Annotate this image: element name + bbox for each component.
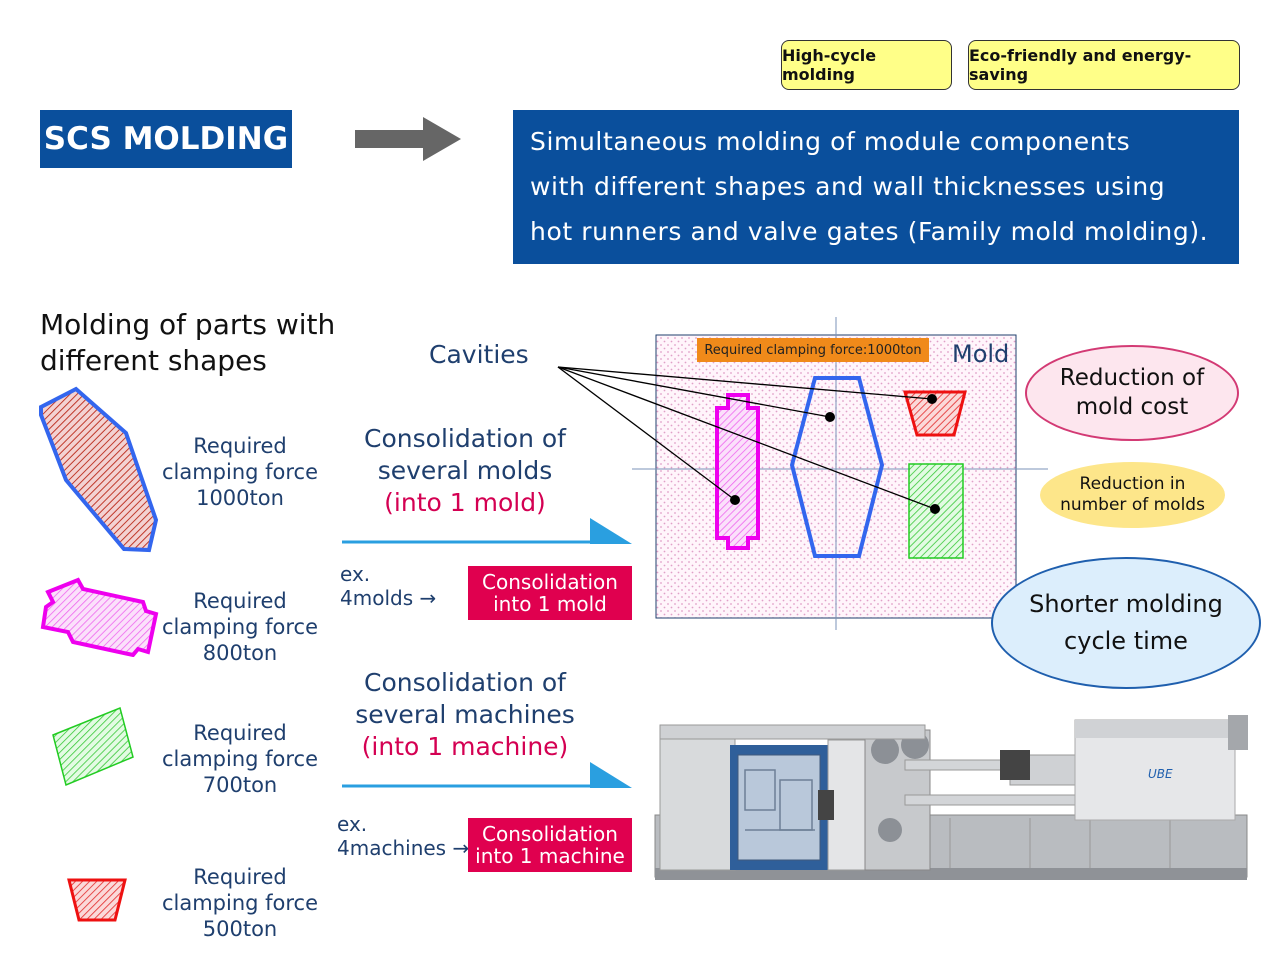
description-box: Simultaneous molding of module component… xyxy=(513,110,1239,264)
box-line: Consolidation xyxy=(482,570,618,594)
parts-title-line: Molding of parts with xyxy=(40,308,336,341)
ex-line: ex. xyxy=(340,562,371,586)
benefit-line: cycle time xyxy=(1064,627,1188,655)
box-line: Consolidation xyxy=(482,822,618,846)
label-line: clamping force xyxy=(161,747,319,771)
part-shape-800ton xyxy=(40,577,159,657)
heading-line: Consolidation of xyxy=(364,668,566,697)
tag-high-cycle: High-cycle molding xyxy=(781,40,952,90)
cavity-magenta xyxy=(715,393,760,550)
required-clamping-force-label: Required clamping force:1000ton xyxy=(697,338,929,362)
clamping-label-1000: Required clamping force 1000ton xyxy=(150,433,330,511)
scs-molding-label: SCS MOLDING xyxy=(40,110,292,168)
benefit-line: number of molds xyxy=(1060,495,1205,515)
benefit-line: Shorter molding xyxy=(1029,590,1223,618)
box-line: into 1 machine xyxy=(475,844,625,868)
description-line: hot runners and valve gates (Family mold… xyxy=(530,217,1209,246)
clamping-label-700: Required clamping force 700ton xyxy=(150,720,330,798)
label-line: clamping force xyxy=(161,460,319,484)
benefit-reduction-mold-cost: Reduction of mold cost xyxy=(1025,345,1239,441)
cavities-label: Cavities xyxy=(429,340,529,369)
label-line: 1000ton xyxy=(196,486,284,510)
label-line: Required xyxy=(193,721,287,745)
ex-line: 4molds → xyxy=(340,586,437,610)
parts-title-line: different shapes xyxy=(40,344,267,377)
part-shape-1000ton xyxy=(39,386,159,553)
mold-diagram xyxy=(557,317,1048,630)
label-line: Required xyxy=(193,434,287,458)
parts-title: Molding of parts with different shapes xyxy=(40,307,335,379)
tag-eco-friendly: Eco-friendly and energy-saving xyxy=(968,40,1240,90)
machines-consolidation-heading: Consolidation of several machines (into … xyxy=(330,667,600,763)
consolidation-into-1-mold-box: Consolidation into 1 mold xyxy=(468,566,632,620)
ex-line: ex. xyxy=(337,812,368,836)
benefit-reduction-number-of-molds: Reduction in number of molds xyxy=(1040,462,1225,528)
part-shape-500ton xyxy=(67,878,127,922)
label-line: 500ton xyxy=(202,917,278,941)
heading-line: several molds xyxy=(377,456,553,485)
machines-example: ex. 4machines → xyxy=(337,812,469,860)
box-line: into 1 mold xyxy=(493,592,607,616)
benefit-shorter-cycle-time: Shorter molding cycle time xyxy=(991,557,1261,689)
clamping-label-800: Required clamping force 800ton xyxy=(150,588,330,666)
blue-arrow-molds-icon xyxy=(342,518,632,544)
description-line: with different shapes and wall thickness… xyxy=(530,172,1166,201)
molds-consolidation-heading: Consolidation of several molds (into 1 m… xyxy=(340,423,590,519)
label-line: 800ton xyxy=(202,641,278,665)
ube-logo: UBE xyxy=(1148,767,1173,781)
label-line: clamping force xyxy=(161,615,319,639)
cavity-red xyxy=(903,390,967,437)
benefit-line: mold cost xyxy=(1075,394,1189,420)
benefit-line: Reduction in xyxy=(1079,474,1186,494)
consolidation-into-1-machine-box: Consolidation into 1 machine xyxy=(468,818,632,872)
heading-line: several machines xyxy=(355,700,575,729)
label-line: Required xyxy=(193,589,287,613)
label-line: clamping force xyxy=(161,891,319,915)
label-line: 700ton xyxy=(202,773,278,797)
cavity-blue xyxy=(789,376,885,558)
molds-example: ex. 4molds → xyxy=(340,562,436,610)
part-shape-700ton xyxy=(52,706,134,787)
heading-line: Consolidation of xyxy=(364,424,566,453)
clamping-label-500: Required clamping force 500ton xyxy=(150,864,330,942)
ex-line: 4machines → xyxy=(337,836,470,860)
description-line: Simultaneous molding of module component… xyxy=(530,127,1131,156)
heading-red-line: (into 1 mold) xyxy=(384,488,546,517)
blue-arrow-machines-icon xyxy=(342,762,632,788)
gray-arrow-icon xyxy=(355,117,461,161)
mold-label: Mold xyxy=(952,340,1010,368)
benefit-line: Reduction of xyxy=(1059,365,1205,391)
injection-molding-machine: UBE xyxy=(654,715,1248,880)
heading-red-line: (into 1 machine) xyxy=(361,732,569,761)
label-line: Required xyxy=(193,865,287,889)
